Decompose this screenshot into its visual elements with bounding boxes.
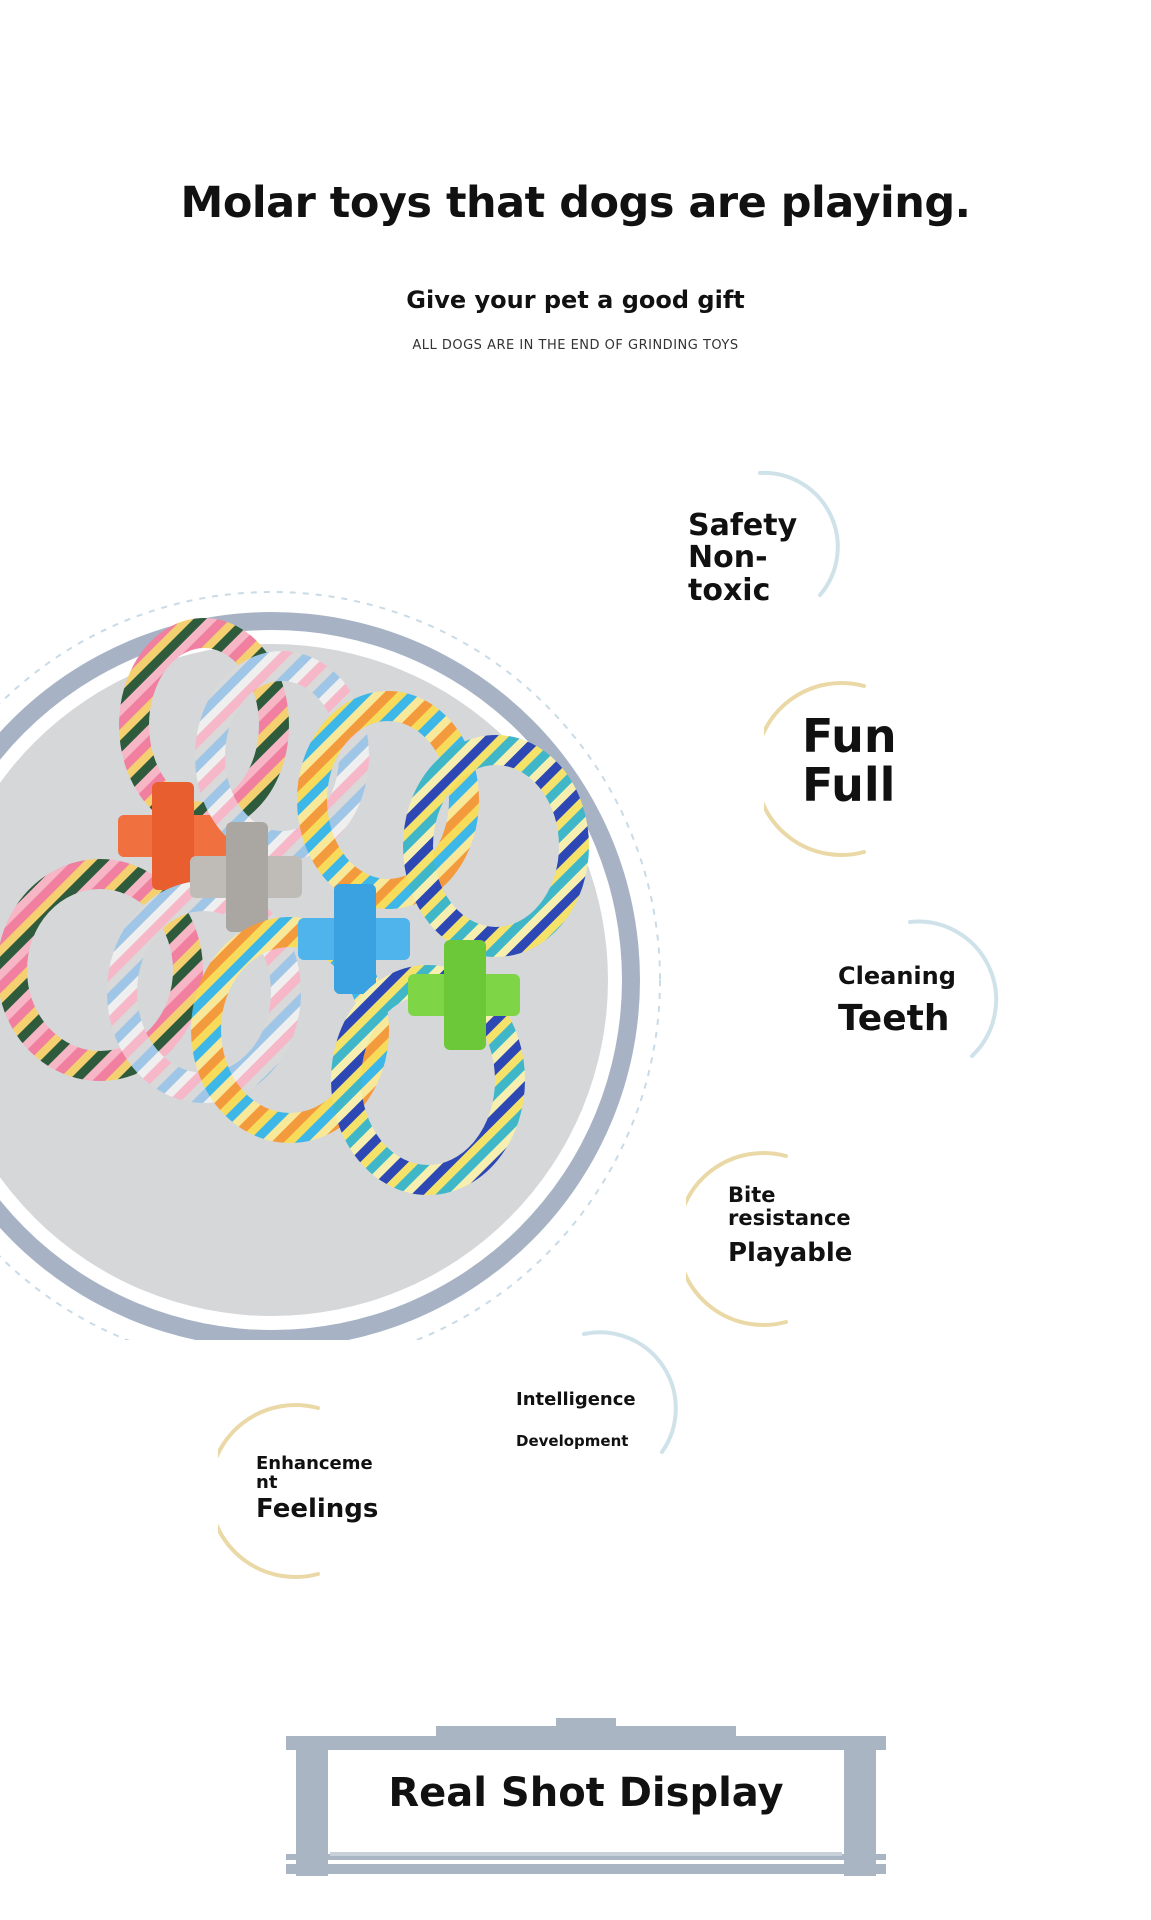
arc-decoration-icon xyxy=(758,470,840,597)
feature-line: Safety xyxy=(688,508,798,543)
feature-line: Enhanceme xyxy=(256,1453,373,1474)
feature-line: Intelligence xyxy=(516,1389,636,1410)
page-subhead: Give your pet a good gift xyxy=(406,286,745,314)
arc-decoration-icon xyxy=(908,919,999,1058)
rope-toy-image xyxy=(0,591,661,1340)
banner-title: Real Shot Display xyxy=(388,1770,784,1816)
feature-line: Bite xyxy=(728,1183,776,1207)
page-tagline: ALL DOGS ARE IN THE END OF GRINDING TOYS xyxy=(412,338,739,353)
arc-decoration-icon xyxy=(218,1403,320,1579)
feature-enhancement-feelings: Enhanceme nt Feelings xyxy=(218,1402,418,1582)
feature-intelligence-development: Intelligence Development xyxy=(500,1330,690,1495)
feature-line: Development xyxy=(516,1432,629,1451)
feature-safety-non-toxic: Safety Non- toxic xyxy=(660,465,850,630)
feature-line: resistance xyxy=(728,1205,851,1230)
page-headline: Molar toys that dogs are playing. xyxy=(180,178,971,228)
arc-decoration-icon xyxy=(764,681,866,857)
feature-line: Full xyxy=(802,757,896,812)
banner-frame xyxy=(286,1718,886,1876)
feature-bite-resistance-playable: Bite resistance Playable xyxy=(686,1150,886,1330)
feature-line: Non- xyxy=(688,540,768,576)
arc-decoration-icon xyxy=(582,1330,678,1454)
feature-fun-full: Fun Full xyxy=(764,680,964,860)
feature-cleaning-teeth: Cleaning Teeth xyxy=(810,916,1000,1086)
feature-line: Teeth xyxy=(838,997,950,1039)
feature-line: Fun xyxy=(802,709,897,763)
arc-decoration-icon xyxy=(686,1151,788,1327)
feature-line: Playable xyxy=(728,1238,853,1269)
feature-line: toxic xyxy=(688,572,771,608)
feature-line: Cleaning xyxy=(838,962,956,990)
feature-line: nt xyxy=(256,1472,278,1494)
feature-line: Feelings xyxy=(256,1493,379,1524)
